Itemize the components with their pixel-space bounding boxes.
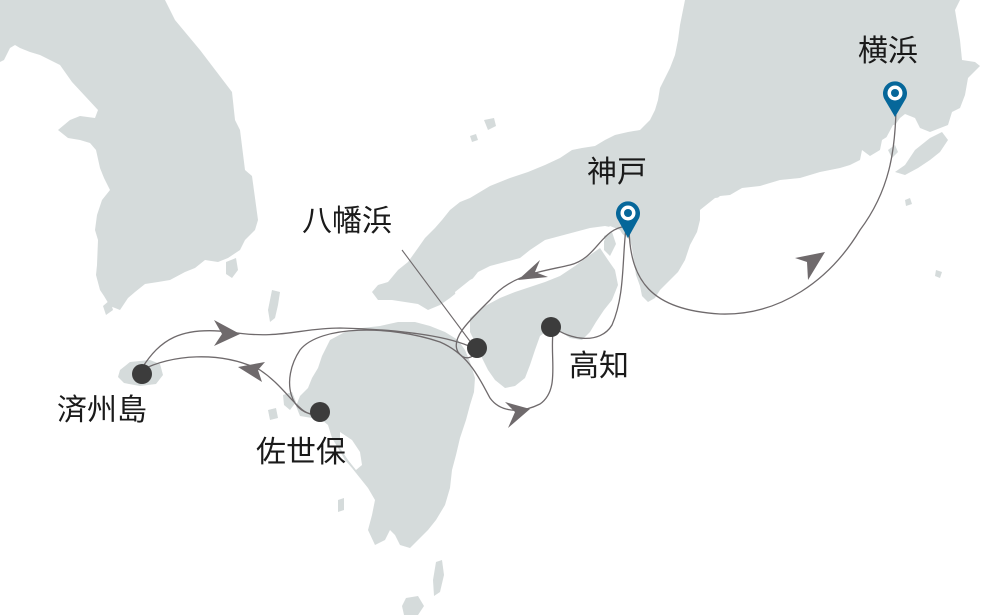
sea-ariake [340, 432, 362, 470]
land-tanegashima [433, 560, 444, 596]
pin-icon-kobe[interactable] [616, 201, 640, 238]
sea-enshu [700, 172, 845, 230]
land-oki [484, 118, 496, 130]
port-dot-jeju[interactable] [132, 364, 152, 384]
land-geoje [226, 258, 238, 278]
route-kochi-kobe [552, 227, 627, 339]
port-label-kobe: 神戸 [587, 155, 647, 190]
route-sasebo-kochi [288, 329, 554, 415]
port-label-yawatahama: 八幡浜 [302, 204, 392, 239]
route-yawatahama-jeju [141, 327, 478, 369]
arrow-icon [795, 252, 825, 280]
arrow-icon [518, 260, 548, 280]
land-oki-2 [470, 134, 478, 142]
land-kyushu [296, 322, 475, 548]
port-label-jeju: 済州島 [57, 393, 147, 428]
port-dot-sasebo[interactable] [310, 402, 330, 422]
land-boso [895, 132, 948, 175]
land-honshu [372, 0, 980, 310]
land-awaji [604, 232, 616, 256]
land-tsushima [268, 290, 280, 322]
land-korea-islet [103, 300, 113, 315]
arrow-icon [214, 320, 240, 346]
route-jeju-sasebo [141, 356, 321, 416]
land-yakushima [402, 596, 424, 615]
pin-icon-yokohama[interactable] [883, 81, 908, 117]
land-korea [0, 0, 258, 310]
land-shikoku [470, 248, 618, 388]
port-label-yokohama: 横浜 [858, 34, 918, 69]
land-izu-islet [905, 198, 912, 206]
land-hachijo [935, 270, 942, 278]
port-dot-kochi[interactable] [541, 317, 561, 337]
leader-line-yawatahama [401, 249, 473, 345]
land-goto-2 [268, 408, 278, 420]
port-label-kochi: 高知 [569, 349, 629, 384]
land-goto [283, 392, 296, 410]
port-label-sasebo: 佐世保 [256, 435, 346, 470]
land-koshiki [338, 498, 344, 512]
arrow-icon [505, 402, 530, 428]
port-dot-yawatahama[interactable] [467, 338, 487, 358]
arrow-icon [238, 362, 265, 382]
route-kobe-yokohama [628, 109, 897, 315]
